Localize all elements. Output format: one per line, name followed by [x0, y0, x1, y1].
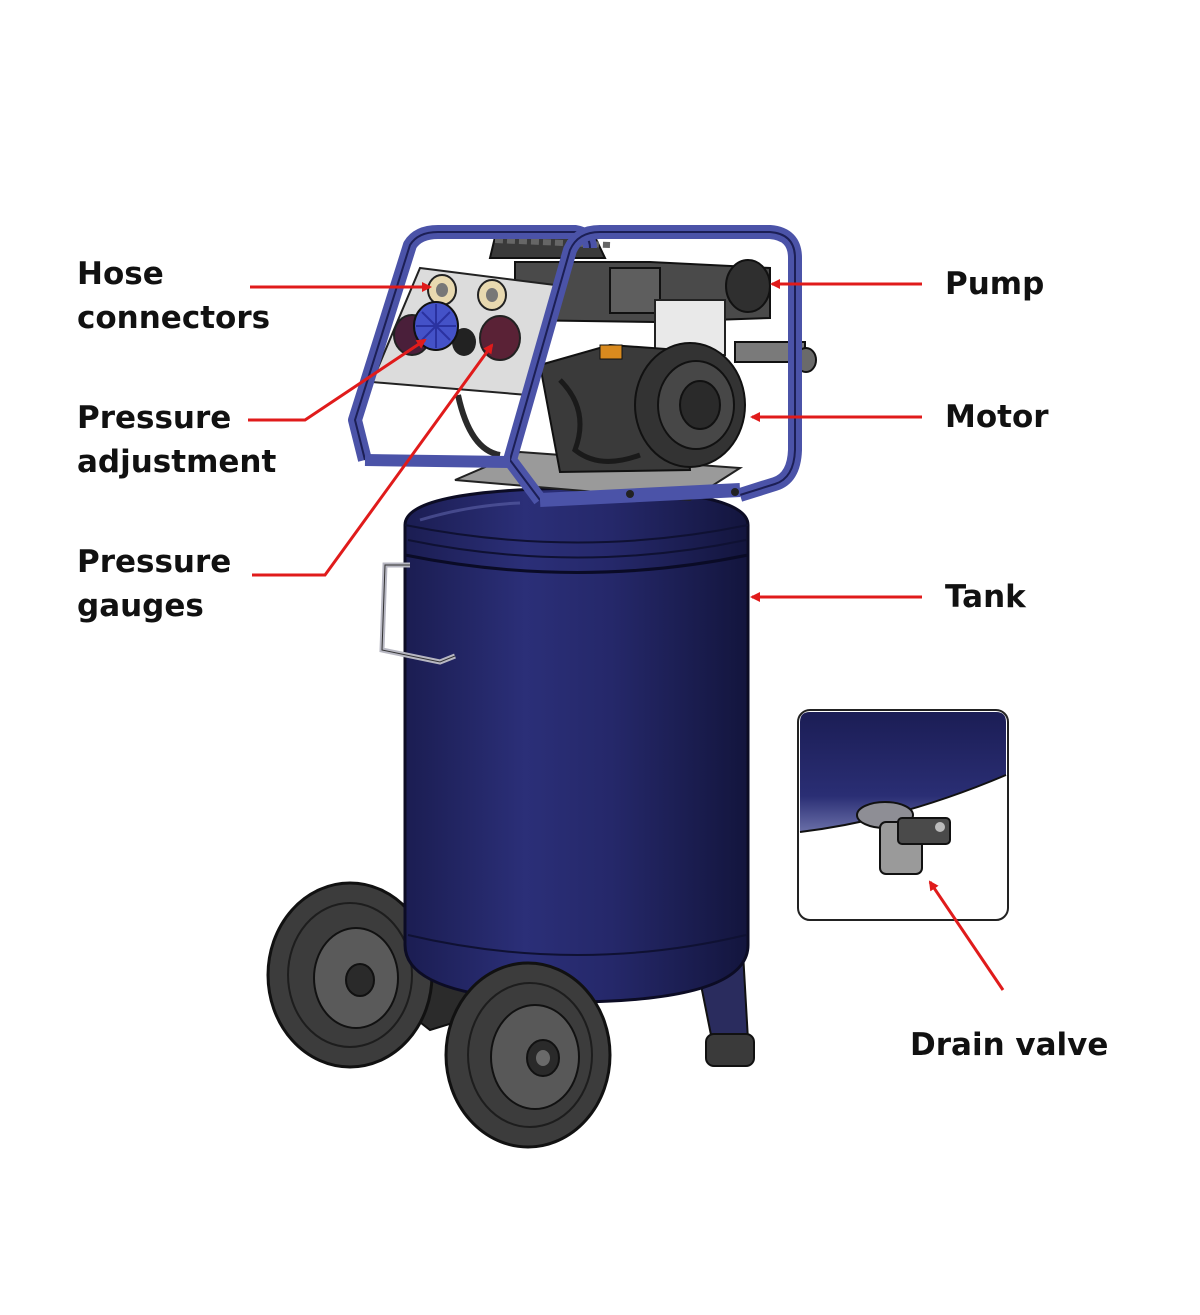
- control-panel: [370, 266, 557, 397]
- label-line: Pressure: [77, 544, 232, 580]
- drain-valve-inset: [797, 709, 1009, 921]
- front-wheel: [444, 961, 612, 1149]
- label-drain-valve: Drain valve: [910, 1027, 1109, 1063]
- annotation-arrows: [248, 279, 1005, 991]
- roll-cage: [348, 225, 802, 507]
- left-wheel: [266, 881, 434, 1069]
- motor: [455, 342, 746, 474]
- arrow-pressure-adjustment: [248, 338, 427, 422]
- label-line: Pressure: [77, 400, 232, 436]
- label-pump: Pump: [945, 266, 1045, 302]
- label-line: Hose: [77, 256, 164, 292]
- label-line: adjustment: [77, 444, 277, 480]
- label-pressure-adjustment: Pressure adjustment: [77, 396, 276, 484]
- label-hose-connectors: Hose connectors: [77, 252, 270, 340]
- label-line: gauges: [77, 588, 204, 624]
- label-line: connectors: [77, 300, 271, 336]
- label-tank: Tank: [945, 579, 1026, 615]
- label-pressure-gauges: Pressure gauges: [77, 540, 231, 628]
- arrow-pressure-gauges: [252, 343, 494, 577]
- arrow-drain-valve: [928, 880, 1005, 991]
- side-handle: [379, 562, 456, 665]
- tank: [403, 486, 750, 1004]
- label-motor: Motor: [945, 399, 1049, 435]
- pump: [514, 259, 817, 373]
